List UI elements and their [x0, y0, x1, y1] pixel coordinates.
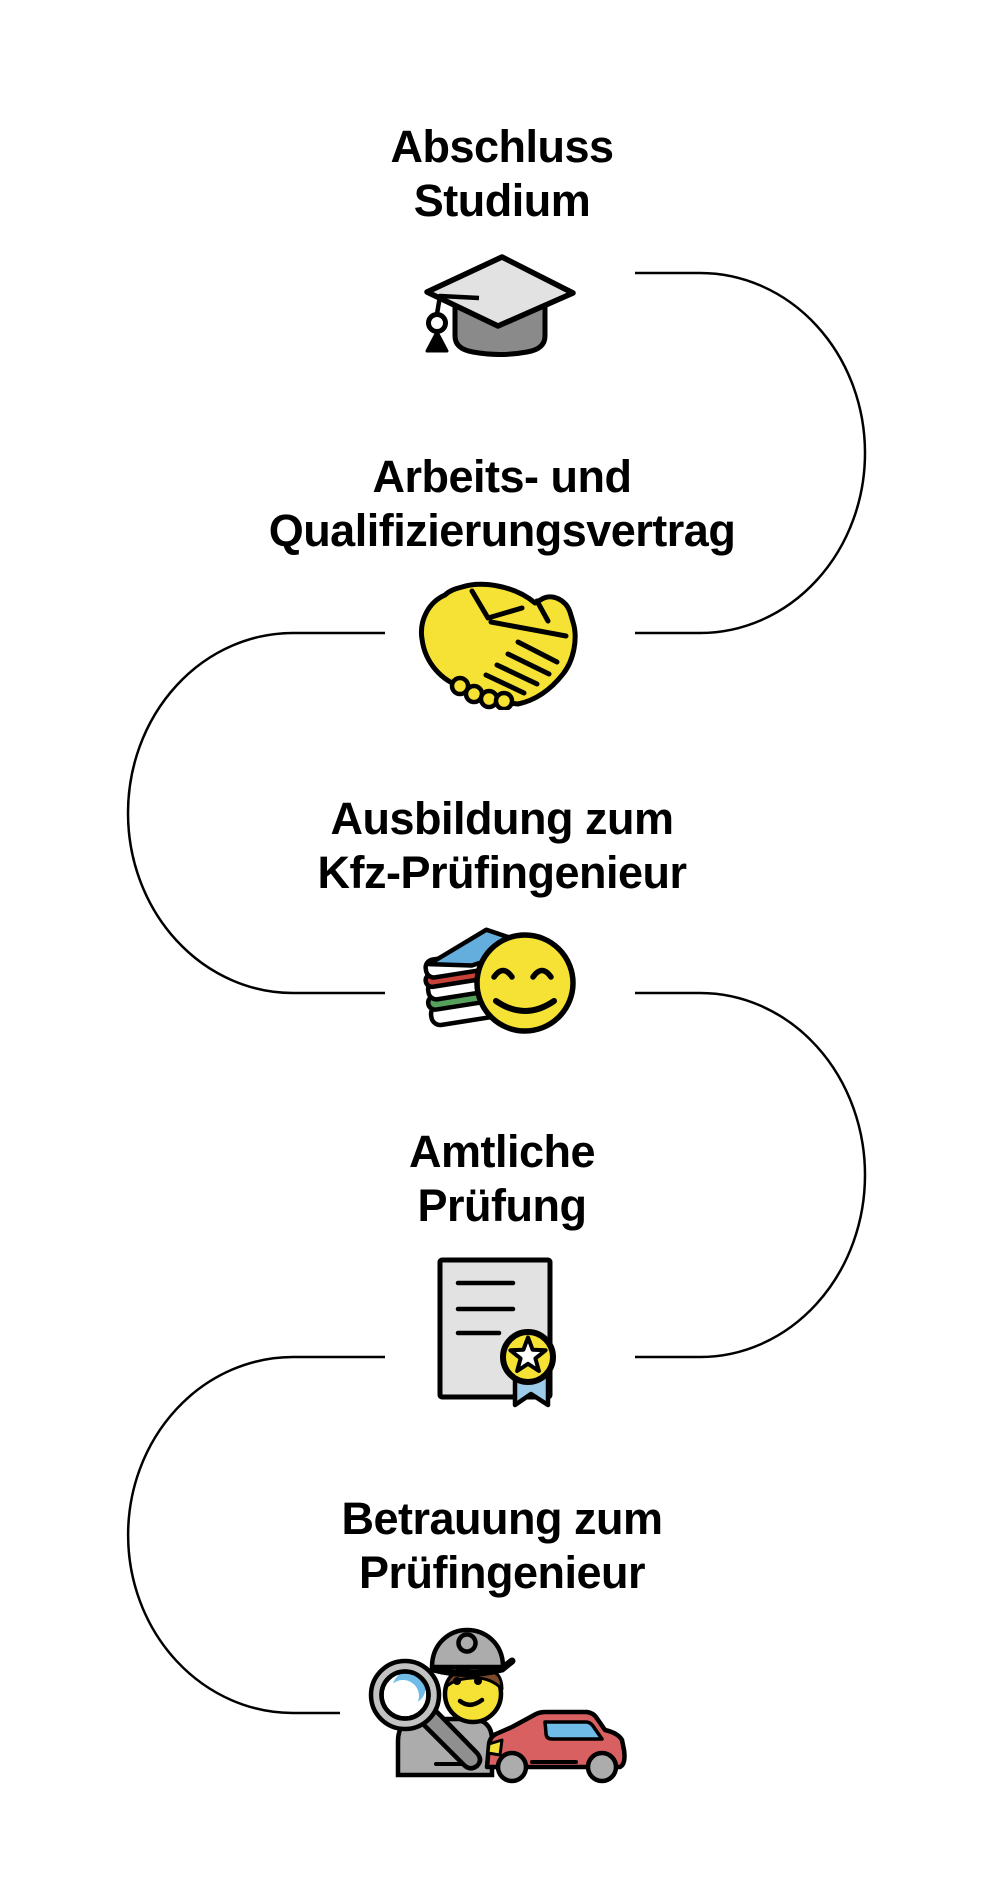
car-rear-wheel	[495, 1750, 529, 1784]
step-4-title-line2: Prüfung	[417, 1180, 587, 1231]
step-2-icon-box	[385, 578, 635, 710]
car-window	[543, 1720, 604, 1741]
step-2-title-line1: Arbeits- und	[372, 451, 633, 502]
handshake-icon	[418, 581, 578, 710]
magnifier-handle	[420, 1708, 483, 1771]
step-3-title-line2: Kfz-Prüfingenieur	[317, 847, 688, 898]
step-2-title-line2: Qualifizierungsvertrag	[268, 505, 736, 556]
step-1-title-line1: Abschluss	[390, 121, 614, 172]
inspector-right-eye	[474, 1677, 482, 1685]
inspector-mouth	[457, 1697, 485, 1707]
fingertip	[493, 690, 515, 710]
cuff-line	[534, 598, 551, 624]
tassel-cord	[434, 293, 480, 315]
smiley-left-eye	[491, 967, 515, 980]
certificate-icon	[437, 1257, 556, 1408]
tassel-ring	[426, 312, 448, 334]
cap-board	[424, 254, 576, 329]
inspector-left-eye	[453, 1677, 461, 1685]
clasped-hands	[418, 581, 578, 707]
inspector-with-car-icon	[368, 1627, 627, 1784]
step-1-title-line2: Studium	[413, 175, 591, 226]
step-2-title: Arbeits- und Qualifizierungsvertrag	[0, 450, 1004, 558]
lens-outline	[379, 1669, 431, 1721]
car-front-wheel	[585, 1750, 619, 1784]
step-5-title-line2: Prüfingenieur	[358, 1547, 646, 1598]
step-3-title-line1: Ausbildung zum	[330, 793, 674, 844]
smiley-right-eye	[530, 967, 554, 980]
step-1-title: Abschluss Studium	[0, 120, 1004, 228]
step-4-title: Amtliche Prüfung	[0, 1125, 1004, 1233]
step-3-icon-box	[385, 926, 635, 1036]
tassel-fringe	[425, 330, 449, 353]
finger-line	[494, 662, 540, 687]
step-4-icon-box	[385, 1253, 635, 1417]
step-5-title: Betrauung zum Prüfingenieur	[0, 1492, 1004, 1600]
smiley-face	[474, 932, 576, 1034]
finger-line	[505, 651, 552, 677]
hand-edge-line	[488, 619, 569, 639]
badge-star	[508, 1335, 548, 1373]
step-1-icon-box	[385, 248, 635, 360]
car-taillight	[486, 1738, 504, 1757]
smiley-mouth	[493, 998, 557, 1014]
step-4-title-line1: Amtliche	[408, 1126, 596, 1177]
finger-line	[483, 672, 527, 696]
finger-line	[515, 639, 560, 665]
books-and-smiley-icon	[423, 927, 576, 1034]
step-5-icon-box	[340, 1623, 630, 1788]
lens-highlight-mask	[387, 1680, 419, 1712]
graduation-cap-icon	[424, 254, 576, 357]
cap-button	[456, 1632, 478, 1654]
step-3-title: Ausbildung zum Kfz-Prüfingenieur	[0, 792, 1004, 900]
step-5-title-line1: Betrauung zum	[341, 1493, 663, 1544]
cap-brim	[429, 1657, 516, 1677]
thumb-line	[469, 588, 525, 621]
